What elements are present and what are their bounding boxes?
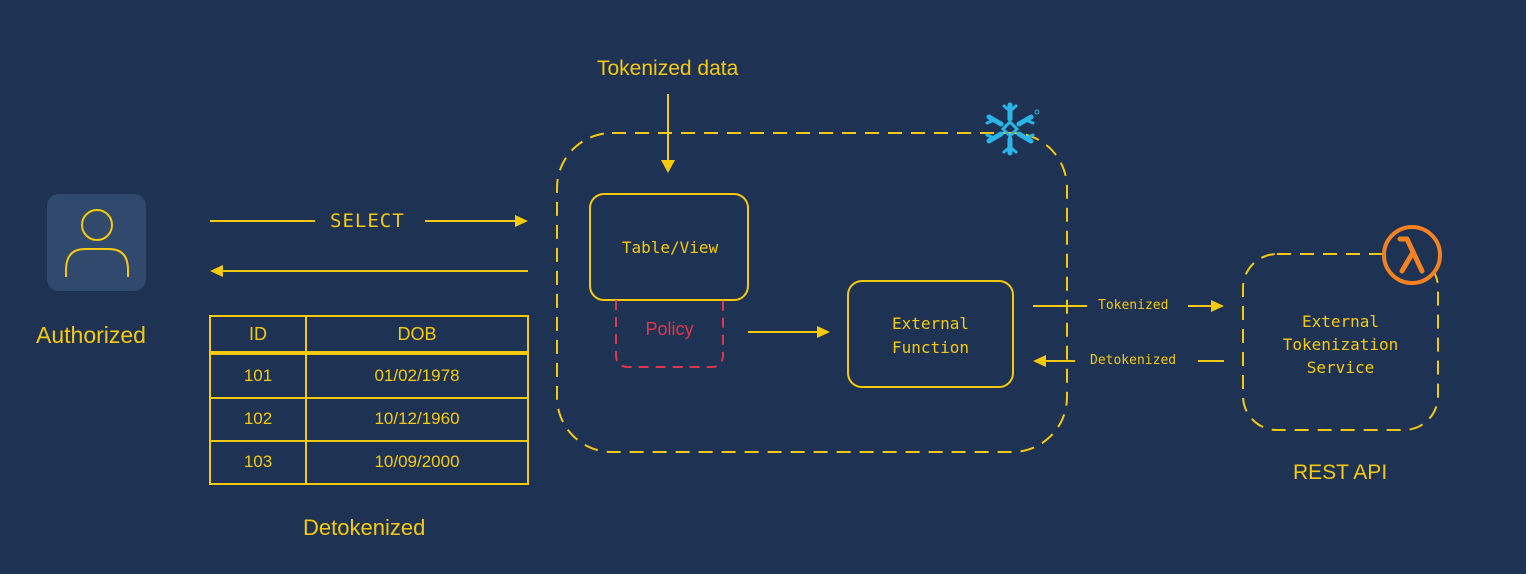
select-label: SELECT [330,210,405,232]
detokenized-caption: Detokenized [303,515,426,540]
snowflake-account-boundary [556,132,1068,453]
external-function-label: External Function [848,312,1013,360]
external-function-line-1: External [891,314,970,333]
snowflake-logo [985,102,1040,156]
table-view-box [589,193,749,301]
table-cell-dob: 10/12/1960 [305,396,529,442]
rest-api-label: REST API [1293,461,1388,484]
authorized-label: Authorized [36,322,146,348]
external-function-line-2: Function [891,338,970,357]
policy-to-function-arrowhead [817,326,830,338]
table-cell-id: 103 [209,439,307,486]
detokenized-arrow-label: Detokenized [1090,353,1177,368]
table-cell-id: 102 [209,396,307,442]
policy-box [615,300,724,368]
detokenized-arrowhead [1033,355,1046,367]
tokenization-service-line-1: External [1301,312,1380,331]
tokenization-service-line-2: Tokenization [1282,335,1399,354]
tokenized-data-arrowhead [661,160,675,173]
result-table-header-id: ID [209,315,307,355]
aws-lambda-logo [1382,225,1442,285]
policy-label: Policy [645,319,694,339]
tokenization-service-line-3: Service [1306,358,1375,377]
result-table: ID DOB 101 01/02/1978 102 10/12/1960 103… [209,315,529,486]
result-table-header-row: ID DOB [209,315,529,355]
table-cell-dob: 01/02/1978 [305,352,529,399]
tokenization-service-box [1242,253,1439,431]
table-cell-id: 101 [209,352,307,399]
table-view-label: Table/View [621,238,719,257]
result-table-header-dob: DOB [305,315,529,355]
tokenized-data-label: Tokenized data [597,57,739,80]
table-row: 103 10/09/2000 [209,439,529,486]
response-arrowhead [210,265,223,277]
external-function-box [847,280,1014,388]
table-cell-dob: 10/09/2000 [305,439,529,486]
tokenized-arrowhead [1211,300,1224,312]
table-row: 102 10/12/1960 [209,396,529,442]
user-tile[interactable] [47,194,146,291]
select-arrowhead [515,215,528,227]
tokenized-arrow-label: Tokenized [1098,298,1169,313]
table-row: 101 01/02/1978 [209,352,529,399]
tokenization-service-label: External Tokenization Service [1243,310,1438,379]
